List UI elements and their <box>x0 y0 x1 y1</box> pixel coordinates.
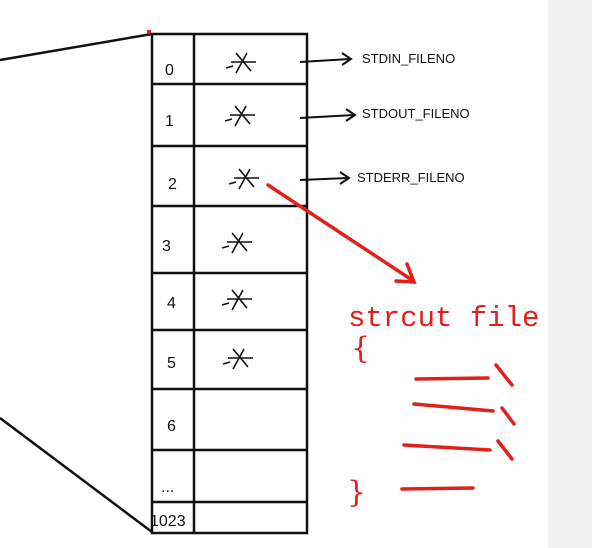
struct-close-brace: } <box>347 475 366 510</box>
fd-index-0: 0 <box>165 62 174 79</box>
struct-member-tick <box>500 406 516 426</box>
pointer-star-icon <box>228 168 259 190</box>
pointer-star-icon <box>221 232 252 254</box>
struct-member-line <box>402 443 492 452</box>
fd-index-6: 6 <box>167 418 176 435</box>
corner-mark <box>147 30 151 34</box>
pointer-star-icon <box>222 348 253 370</box>
fd-index-1023: 1023 <box>150 513 186 530</box>
perspective-line-top <box>0 32 153 62</box>
stdin-arrow <box>299 52 353 66</box>
perspective-line-bottom <box>0 417 153 533</box>
stdin-label: STDIN_FILENO <box>362 51 455 66</box>
pointer-star-icon <box>224 105 255 127</box>
struct-file-title: strcut file <box>348 302 539 335</box>
fd-table-frame <box>150 32 309 535</box>
struct-member-tick <box>496 439 514 461</box>
window-edge-strip <box>548 0 592 548</box>
fd-index-3: 3 <box>162 238 171 255</box>
struct-member-line <box>400 486 475 491</box>
struct-open-brace: { <box>351 331 370 366</box>
fd-index-2: 2 <box>168 176 177 193</box>
fd-index-4: 4 <box>167 295 176 312</box>
stdout-label: STDOUT_FILENO <box>362 106 470 121</box>
fd-index-1: 1 <box>165 113 174 130</box>
struct-member-line <box>414 376 490 381</box>
stdout-arrow <box>299 108 357 122</box>
struct-member-marks <box>400 363 516 491</box>
stderr-arrow <box>299 171 351 185</box>
struct-member-tick <box>494 363 514 387</box>
stderr-label: STDERR_FILENO <box>357 170 465 185</box>
fd-index-5: 5 <box>167 355 176 372</box>
struct-member-line <box>412 402 495 413</box>
red-pointer-arrow <box>266 183 417 284</box>
pointer-star-icon <box>225 52 256 74</box>
pointer-star-icon <box>221 289 252 311</box>
fd-index-ellipsis: ... <box>161 479 174 496</box>
